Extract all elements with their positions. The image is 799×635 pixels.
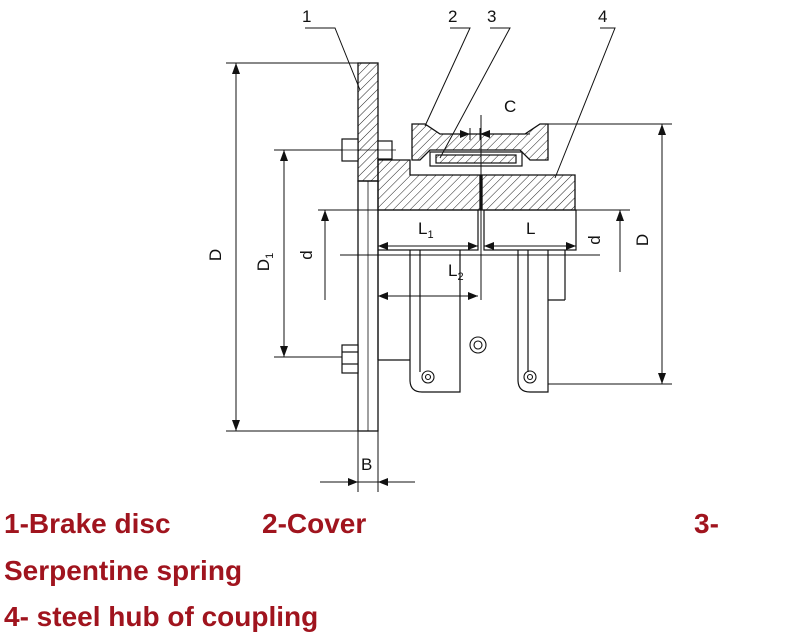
brake-disc: [357, 62, 379, 432]
hub-bodies: [377, 209, 577, 393]
svg-text:D: D: [633, 234, 652, 246]
dim-L-label: L: [526, 219, 535, 238]
callout-1: 1: [302, 7, 311, 26]
legend-item-2: 2-Cover: [262, 508, 367, 539]
coupling-assembly-drawing: 1 2 3 4 C D D1 d L1 L L2 d D B: [206, 7, 672, 492]
svg-text:D: D: [206, 249, 225, 261]
bolt-holes: [421, 336, 537, 384]
dim-L2-label: L2: [448, 261, 464, 283]
svg-text:D1: D1: [254, 253, 276, 271]
left-hub: [377, 159, 481, 211]
dim-D-left-label: D: [206, 249, 225, 261]
legend-item-3-text: Serpentine spring: [4, 555, 243, 586]
callout-leaders: [305, 27, 616, 179]
arrowheads: [232, 63, 666, 486]
dim-D-right-label: D: [633, 234, 652, 246]
callout-2: 2: [448, 7, 457, 26]
legend-item-3-number: 3-: [694, 508, 719, 539]
dim-c-label: C: [504, 97, 516, 116]
dim-B-label: B: [361, 455, 372, 474]
serpentine-spring: [429, 151, 523, 167]
steel-hub: [481, 174, 576, 211]
dim-d-right-label: d: [585, 235, 604, 244]
dim-D1-label: D1: [254, 253, 276, 271]
upper-bolt: [340, 138, 396, 162]
svg-text:d: d: [585, 235, 604, 244]
dim-d-left-label: d: [297, 250, 316, 259]
legend-item-4: 4- steel hub of coupling: [4, 601, 319, 632]
svg-text:d: d: [297, 250, 316, 259]
callout-3: 3: [487, 7, 496, 26]
legend-item-1: 1-Brake disc: [4, 508, 171, 539]
dim-L1-label: L1: [418, 219, 434, 241]
callout-4: 4: [598, 7, 607, 26]
lower-bolt: [341, 344, 359, 374]
